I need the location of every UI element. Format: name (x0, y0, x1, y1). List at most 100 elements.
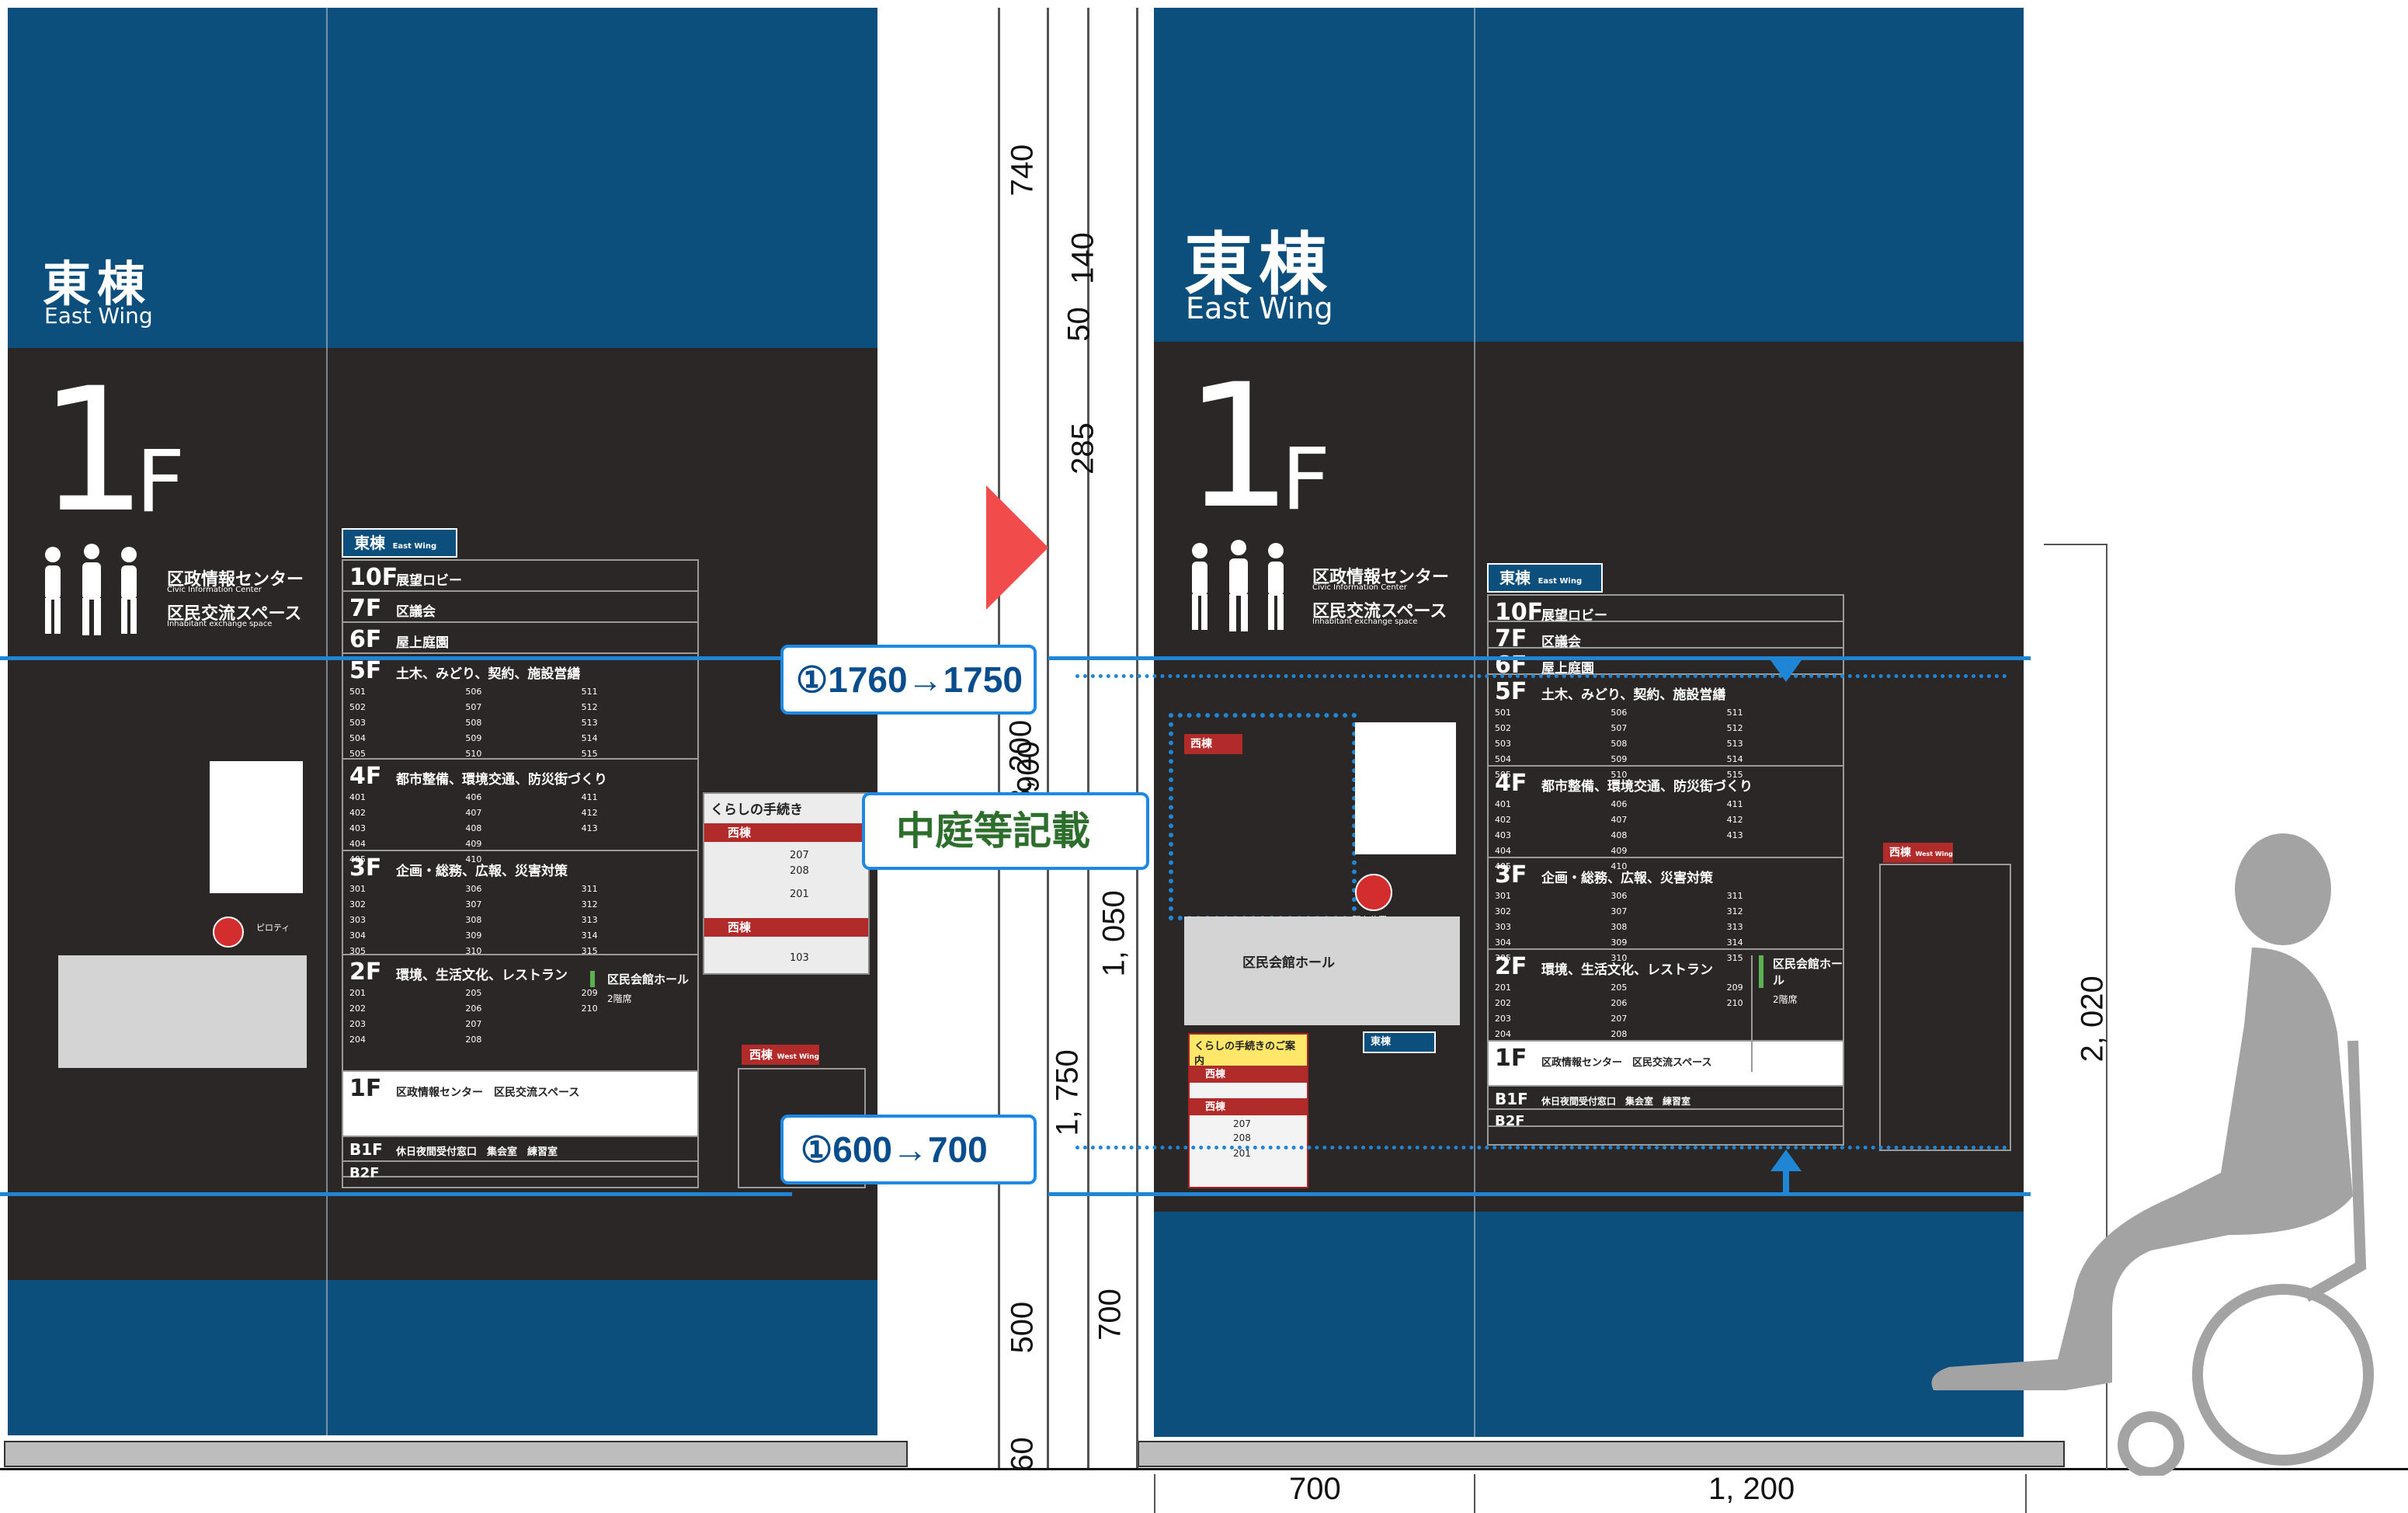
red-triangle-marker-icon (986, 485, 1048, 610)
right-living-room: 207 (1233, 1118, 1251, 1129)
bottom-dim-mid (1474, 1474, 1475, 1513)
dimension-column-left (998, 8, 1049, 1468)
left-living-west-tag-2: 西棟 (704, 918, 868, 937)
right-hall-label: 区民会館ホール (1759, 955, 1846, 988)
left-facility-2-jp: 区民交流スペース (167, 604, 302, 624)
courtyard-area (1169, 713, 1357, 920)
right-living-title: くらしの手続きのご案内 (1190, 1035, 1307, 1070)
left-hall-label: 区民会館ホール (590, 971, 699, 987)
right-hall-sub: 2階席 (1773, 994, 1798, 1005)
current-location-pin-icon (1355, 874, 1392, 911)
left-wing-subtitle: East Wing (44, 303, 153, 329)
right-living-west-tag: 西棟 (1190, 1066, 1307, 1083)
left-floor-number: 1 (39, 351, 148, 550)
left-living-west-tag: 西棟 (704, 823, 868, 842)
right-hall-block: 区民会館ホール 2階席 (1751, 955, 1846, 1072)
left-living-panel: くらしの手続き 西棟 西棟 207 208 201 103 (703, 792, 870, 975)
left-floor-map-upper (210, 761, 303, 893)
dim-2020-bracket (2044, 544, 2107, 1470)
dim-700-width: 700 (1289, 1472, 1341, 1506)
dir-row: B2F (1489, 1110, 1843, 1129)
left-sign-divider (326, 8, 328, 1435)
callout-top-line: ①1760→1750 (780, 645, 1037, 715)
dim-285: 285 (1065, 423, 1100, 475)
dim-1200-width: 1, 200 (1708, 1472, 1795, 1506)
right-wing-subtitle: East Wing (1186, 291, 1333, 325)
right-hall-map-label: 区民会館ホール (1242, 955, 1335, 971)
left-dir-header-en: East Wing (392, 542, 437, 551)
arrow-up-icon (1770, 1150, 1802, 1193)
dim-740: 740 (1005, 144, 1040, 197)
left-floor-map-lower (58, 955, 307, 1068)
right-dir-header-en: East Wing (1538, 577, 1583, 586)
dimension-column-right (1087, 8, 1138, 1468)
callout-courtyard: 中庭等記載 (862, 792, 1149, 870)
dim-1750: 1, 750 (1050, 1049, 1085, 1136)
people-group-icon (1192, 540, 1284, 631)
right-floor-number: 1 (1184, 347, 1293, 546)
left-floor-suffix: F (136, 432, 186, 531)
dim-50: 50 (1062, 307, 1096, 342)
right-dir-header-jp: 東棟 (1499, 569, 1531, 587)
left-dir-header: 東棟 East Wing (342, 528, 457, 558)
left-living-room: 201 (790, 889, 809, 900)
right-facility-2-en: Inhabitant exchange space (1312, 617, 1418, 626)
right-floor-suffix: F (1281, 430, 1331, 529)
people-group-icon (45, 544, 137, 635)
left-wing-title: 東棟 (43, 256, 152, 312)
right-east-small-tag: 東棟 (1363, 1031, 1436, 1053)
right-top-dotted-line (1075, 674, 2007, 678)
left-hall-block: 区民会館ホール 2階席 (590, 971, 699, 1064)
left-living-room: 208 (790, 865, 809, 877)
left-hall-sub: 2階席 (607, 993, 632, 1004)
left-base-plate (4, 1441, 908, 1467)
right-west-tag: 西棟 West Wing (1883, 843, 1953, 863)
left-living-title: くらしの手続き (711, 802, 803, 818)
dim-140: 140 (1065, 232, 1100, 284)
left-facility-1-en: Civic Information Center (167, 586, 262, 594)
right-facility-1-en: Civic Information Center (1312, 583, 1407, 592)
dim-500: 500 (1005, 1301, 1040, 1354)
right-living-room: 208 (1233, 1132, 1251, 1143)
right-facility-1-jp: 区政情報センター (1312, 568, 1450, 587)
right-floor-map-upper (1355, 722, 1456, 854)
dir-row: 10F展望ロビー (343, 561, 697, 592)
dim-700-vertical: 700 (1093, 1289, 1128, 1341)
right-dir-header: 東棟 East Wing (1487, 563, 1603, 593)
right-west-directory (1879, 864, 2011, 1151)
dim-60: 60 (1005, 1437, 1040, 1472)
right-sign-bottom-band (1154, 1212, 2024, 1437)
right-bottom-dotted-line (1075, 1146, 2007, 1150)
dir-row: B2F (343, 1162, 697, 1181)
current-location-pin-icon (213, 916, 244, 948)
callout-bottom-line: ①600→700 (780, 1115, 1037, 1184)
right-wing-title: 東棟 (1184, 224, 1334, 304)
right-facility-2-jp: 区民交流スペース (1312, 602, 1447, 621)
left-living-room: 207 (790, 850, 809, 861)
right-living-room: 201 (1233, 1148, 1251, 1159)
ground-line (0, 1468, 2408, 1470)
right-base-plate (1138, 1441, 2065, 1467)
